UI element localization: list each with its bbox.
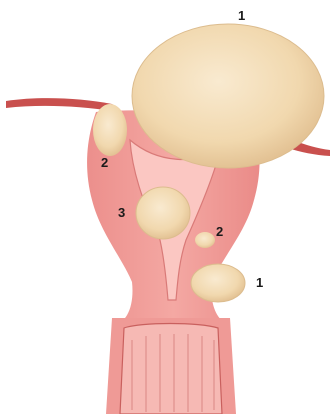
label-fundal-fibroid: 1 (238, 8, 245, 23)
cervical-fibroid (191, 264, 245, 302)
vaginal-canal (120, 324, 222, 414)
right-intramural-fibroid (195, 232, 215, 248)
label-right-intramural-fibroid: 2 (216, 224, 223, 239)
submucosal-fibroid (136, 187, 190, 239)
label-cervical-fibroid: 1 (256, 275, 263, 290)
label-submucosal-fibroid: 3 (118, 205, 125, 220)
left-fallopian-tube (6, 98, 115, 111)
left-intramural-fibroid (93, 104, 127, 156)
fundal-fibroid (132, 24, 324, 168)
label-left-intramural-fibroid: 2 (101, 155, 108, 170)
